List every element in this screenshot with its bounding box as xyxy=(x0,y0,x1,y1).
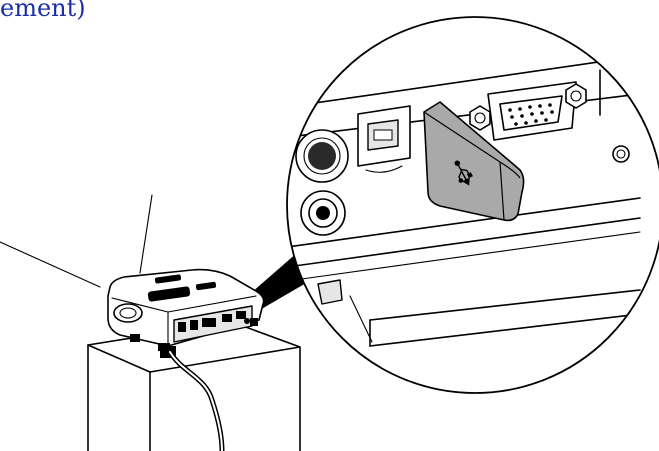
projector xyxy=(107,268,265,358)
indicator-hole xyxy=(612,145,630,163)
vga-port xyxy=(469,81,587,141)
caption-text: ement) xyxy=(0,0,86,22)
pedestal xyxy=(87,321,301,451)
projection-lines xyxy=(0,194,153,288)
av-jacks xyxy=(295,129,349,236)
zoom-detail xyxy=(286,16,659,394)
usb-b-port xyxy=(357,105,411,173)
usb-symbol-icon xyxy=(454,160,473,186)
usb-wireless-adapter xyxy=(423,101,525,222)
